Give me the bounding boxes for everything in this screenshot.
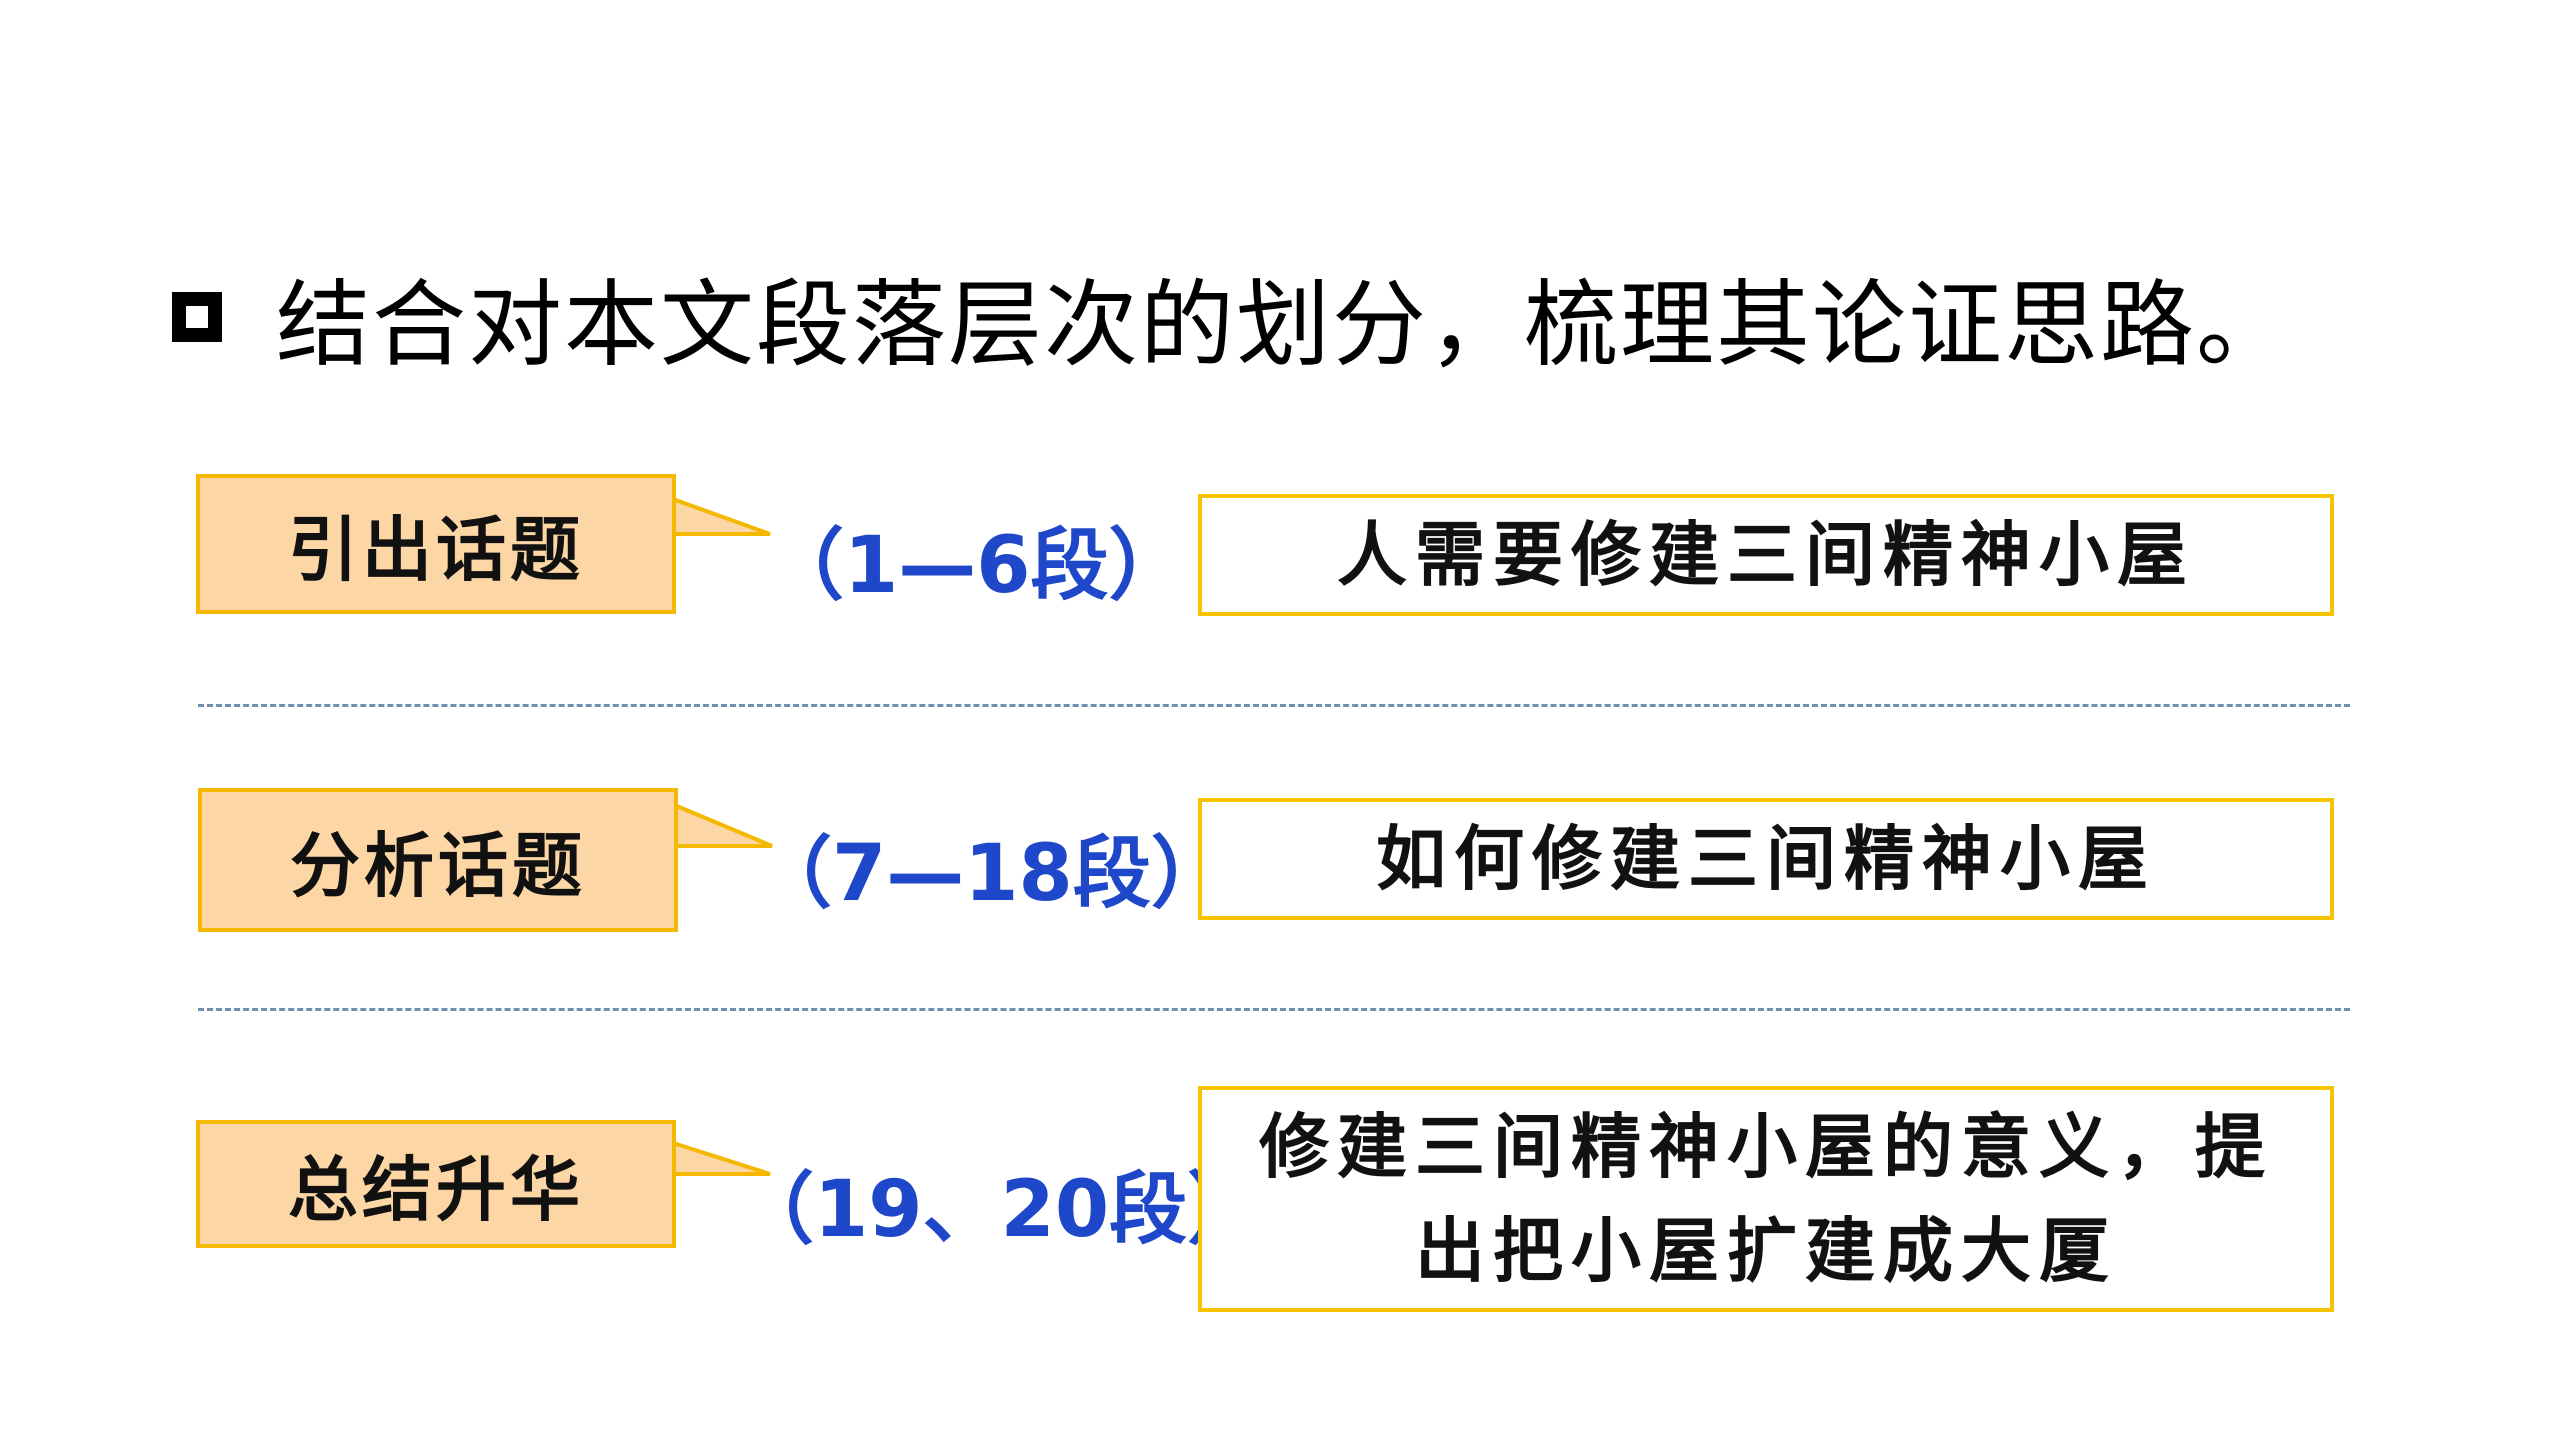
content-box: 人需要修建三间精神小屋	[1198, 494, 2334, 616]
heading-text: 结合对本文段落层次的划分，梳理其论证思路。	[276, 271, 2293, 380]
content-box: 如何修建三间精神小屋	[1198, 798, 2334, 920]
content-text: 如何修建三间精神小屋	[1376, 817, 2156, 900]
content-text: 人需要修建三间精神小屋	[1337, 513, 2195, 596]
callout-label-box: 分析话题	[198, 788, 678, 932]
callout-label-box: 引出话题	[196, 474, 676, 614]
content-line-1: 修建三间精神小屋的意义，提	[1259, 1105, 2273, 1188]
callout-label: 引出话题	[288, 507, 584, 591]
callout-label: 分析话题	[290, 823, 586, 907]
divider	[198, 1008, 2350, 1011]
content-text: 修建三间精神小屋的意义，提 出把小屋扩建成大厦	[1259, 1095, 2273, 1303]
paragraph-range: （1—6段）	[766, 521, 1187, 611]
paragraph-range: （7—18段）	[754, 829, 1229, 919]
callout-label: 总结升华	[288, 1147, 584, 1231]
callout-label-box: 总结升华	[196, 1120, 676, 1248]
callout-tail-icon	[666, 495, 771, 536]
content-line-2: 出把小屋扩建成大厦	[1415, 1209, 2117, 1292]
content-box: 修建三间精神小屋的意义，提 出把小屋扩建成大厦	[1198, 1086, 2334, 1312]
divider	[198, 704, 2350, 707]
square-bullet-icon	[172, 292, 222, 342]
paragraph-range: （19、20段）	[736, 1165, 1266, 1255]
page-heading: 结合对本文段落层次的划分，梳理其论证思路。	[172, 252, 2292, 382]
